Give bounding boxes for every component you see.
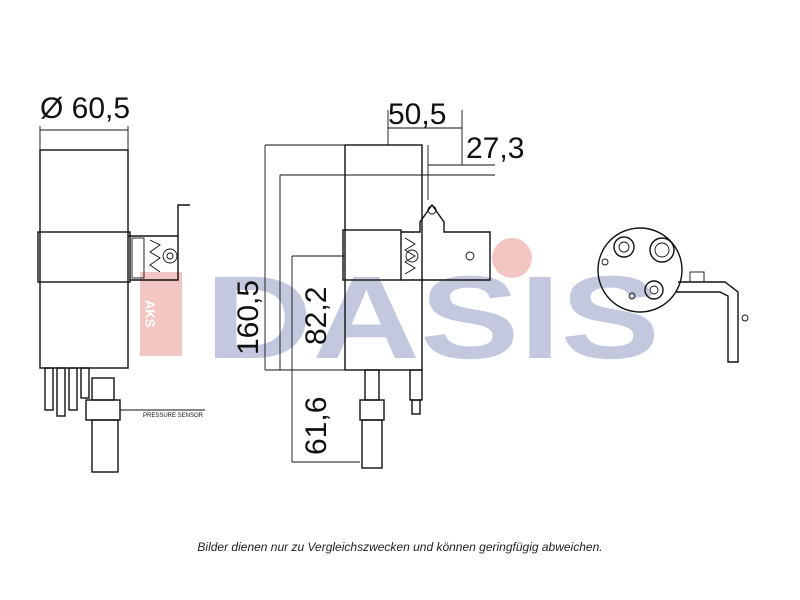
pressure-sensor-body <box>91 419 119 473</box>
left-view: Ø 60,5 PRESSURE SENSOR <box>37 92 205 473</box>
right-view <box>597 227 749 363</box>
watermark-small-text: AKS <box>143 300 158 328</box>
center-body <box>344 144 423 371</box>
label-pressure-sensor: PRESSURE SENSOR <box>143 413 204 419</box>
center-band <box>342 229 402 281</box>
disclaimer-caption: Bilder dienen nur zu Vergleichszwecken u… <box>197 540 603 554</box>
top-view-outline <box>597 227 683 313</box>
watermark-red-block <box>140 272 182 356</box>
dim-height-lower: 61,6 <box>300 397 333 455</box>
watermark-red-dot <box>492 238 532 278</box>
dim-width-top: 50,5 <box>388 98 446 131</box>
left-body <box>39 149 129 369</box>
dim-offset: 27,3 <box>466 132 524 165</box>
watermark: DASIS AKS <box>140 238 660 384</box>
center-view: 50,5 27,3 160,5 82,2 61,6 <box>232 98 524 469</box>
dim-height-total: 160,5 <box>232 280 265 355</box>
watermark-text: DASIS <box>205 252 660 384</box>
dim-height-upper: 82,2 <box>300 287 333 345</box>
dim-diameter: Ø 60,5 <box>40 92 130 125</box>
left-band <box>37 231 131 283</box>
